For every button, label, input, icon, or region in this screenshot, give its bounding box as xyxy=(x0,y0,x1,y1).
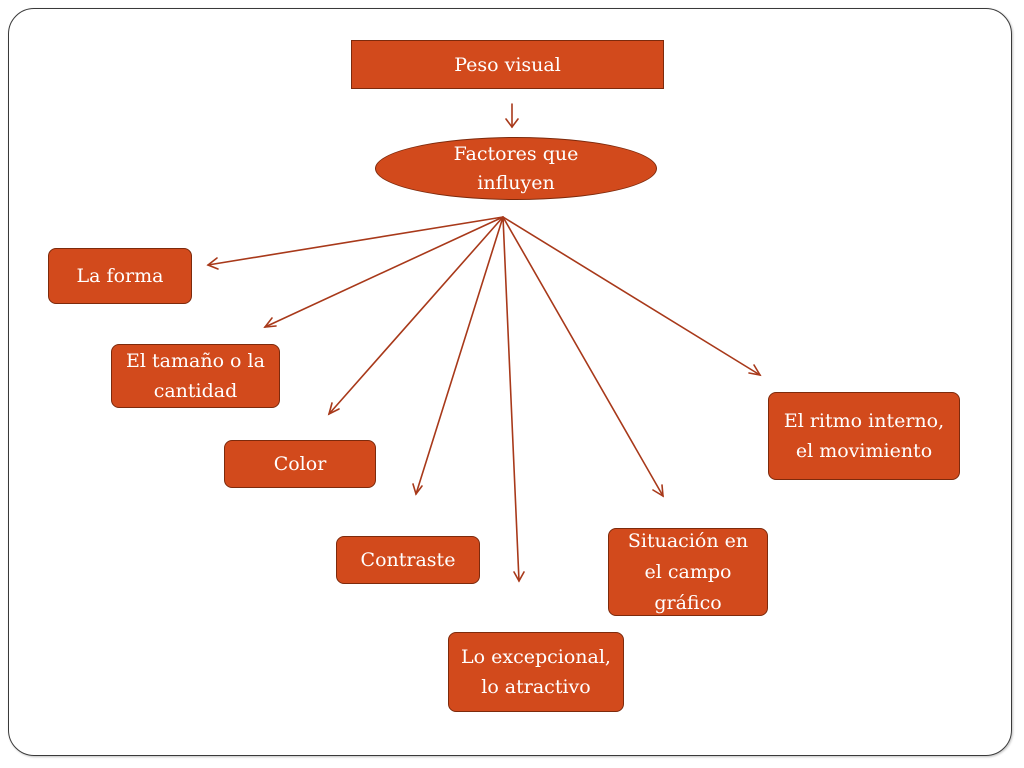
node-lo-excepcional: Lo excepcional, lo atractivo xyxy=(448,632,624,712)
arrowhead xyxy=(652,484,664,498)
node-el-tamano: El tamaño o la cantidad xyxy=(111,344,280,408)
arrowhead xyxy=(412,483,423,496)
node-ritmo-interno: El ritmo interno, el movimiento xyxy=(768,392,960,480)
node-label: El ritmo interno, el movimiento xyxy=(783,410,945,462)
node-contraste: Contraste xyxy=(336,536,480,584)
node-situacion: Situación en el campo gráfico xyxy=(608,528,768,616)
node-color: Color xyxy=(224,440,376,488)
node-label: Factores que influyen xyxy=(453,142,579,194)
node-label: Situación en el campo gráfico xyxy=(627,529,749,614)
arrow-to-contraste xyxy=(415,216,504,495)
arrowhead xyxy=(327,402,340,416)
node-label: Contraste xyxy=(360,549,456,571)
arrowhead xyxy=(263,317,277,328)
node-label: Color xyxy=(273,453,327,475)
arrow-to-tamano xyxy=(264,216,504,328)
arrow-to-excepcional xyxy=(502,216,520,582)
node-label: Peso visual xyxy=(454,53,561,76)
node-label: Lo excepcional, lo atractivo xyxy=(461,646,611,698)
node-la-forma: La forma xyxy=(48,248,192,304)
node-label: El tamaño o la cantidad xyxy=(126,350,265,402)
arrowhead xyxy=(206,257,219,270)
arrowhead xyxy=(748,364,762,377)
node-label: La forma xyxy=(76,265,164,287)
node-factores-que-influyen: Factores que influyen xyxy=(375,137,657,200)
slide-frame xyxy=(8,8,1012,756)
arrow-to-la-forma xyxy=(207,216,504,266)
arrow-to-color xyxy=(328,216,504,415)
arrow-to-ritmo xyxy=(502,216,761,376)
arrow-to-situacion xyxy=(502,216,664,497)
arrowhead xyxy=(505,118,519,129)
node-peso-visual: Peso visual xyxy=(351,40,664,89)
arrowhead xyxy=(513,571,525,583)
